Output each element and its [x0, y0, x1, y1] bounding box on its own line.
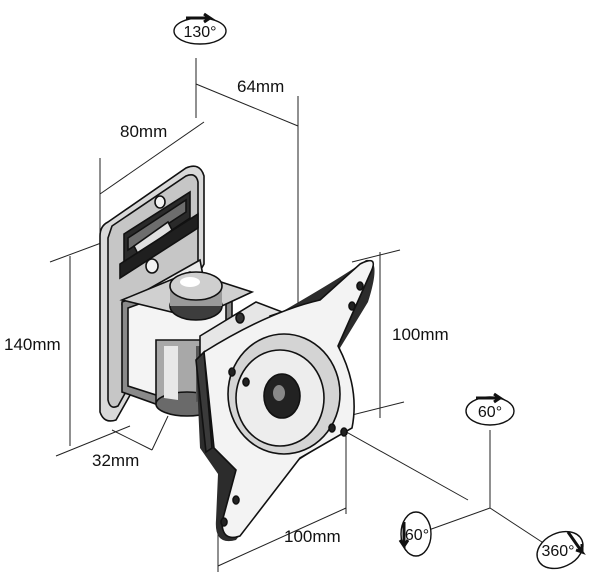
rotation-arrow-icon: [566, 531, 586, 555]
rotation-arrow-icon: [398, 522, 410, 551]
dim-label-vesa-horizontal: 100mm: [284, 527, 341, 546]
dim-label-vesa-vertical: 100mm: [392, 325, 449, 344]
dim-label-top-depth: 64mm: [237, 77, 284, 96]
dimension-lines: [49, 58, 549, 572]
svg-text:60°: 60°: [405, 527, 429, 544]
dim-label-height: 140mm: [4, 335, 61, 354]
rotation-badge-rotate: 360°: [536, 530, 586, 570]
svg-text:130°: 130°: [183, 24, 216, 41]
rotation-arrow-icon: [476, 392, 505, 404]
dim-label-bracket-width: 80mm: [120, 122, 167, 141]
rotation-arrow-icon: [186, 12, 215, 24]
vesa-plate: [195, 259, 375, 542]
rotation-badge-swivel: 130°: [173, 12, 227, 45]
dim-label-wall-offset: 32mm: [92, 451, 139, 470]
rotation-badge-side-tilt: 60°: [398, 511, 432, 557]
svg-text:60°: 60°: [478, 404, 502, 421]
rotation-badge-tilt: 60°: [465, 392, 515, 426]
svg-text:360°: 360°: [541, 543, 574, 560]
